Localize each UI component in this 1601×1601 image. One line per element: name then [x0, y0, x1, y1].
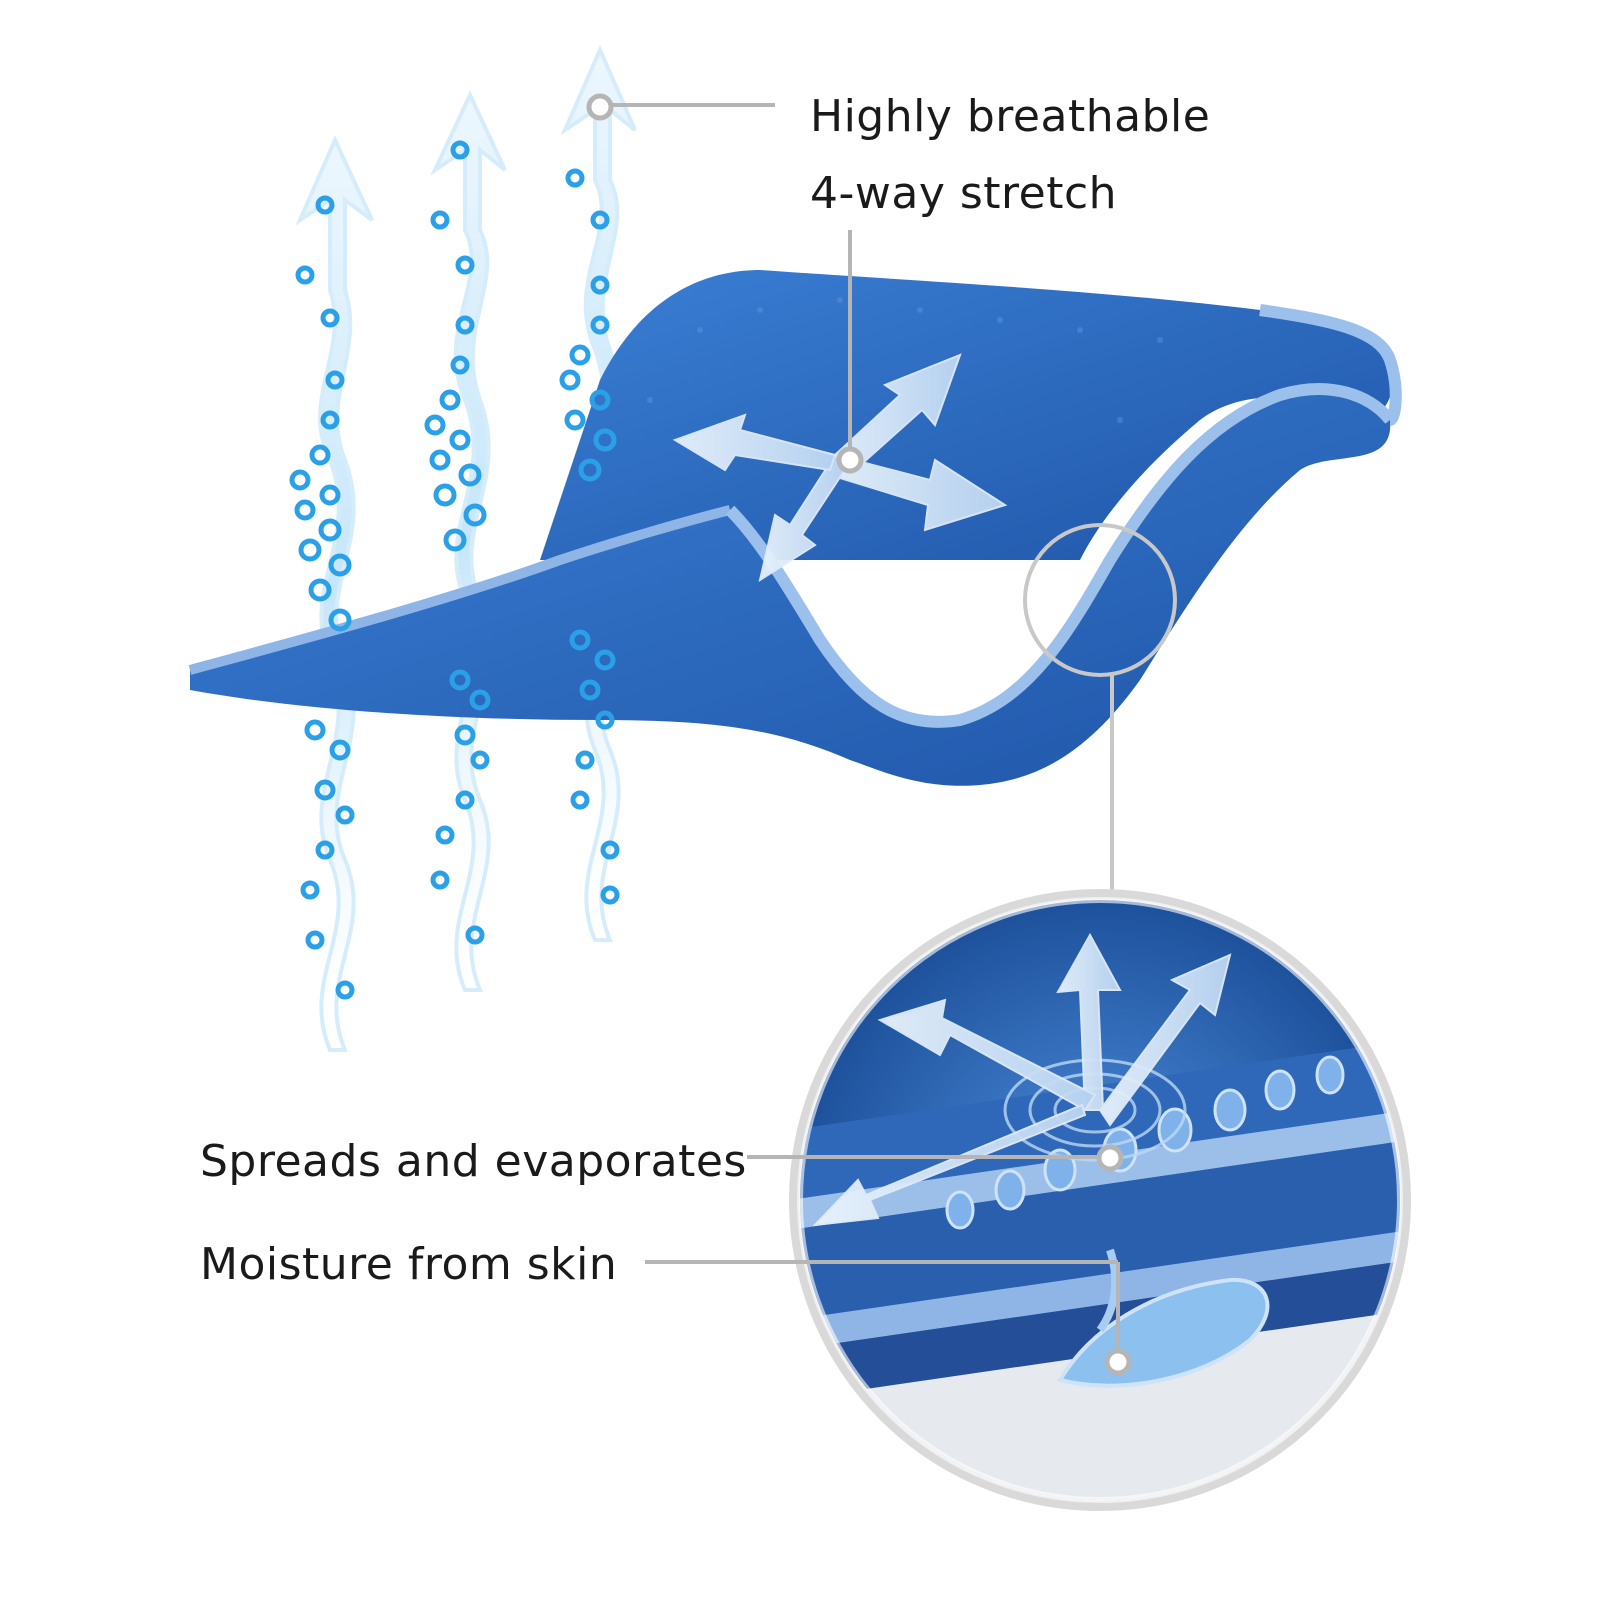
spreads-label: Spreads and evaporates — [200, 1136, 747, 1187]
zoom-lens — [789, 889, 1411, 1511]
stretch-arrows-icon — [672, 353, 1008, 583]
breathable-callout — [586, 93, 775, 121]
moisture-callout — [645, 1260, 1132, 1376]
fabric-sheet — [188, 270, 1402, 786]
vapor-bubbles — [289, 140, 620, 1000]
breathable-label: Highly breathable — [810, 91, 1211, 142]
spreads-callout — [747, 1144, 1124, 1172]
vapor-arrow-icon — [295, 135, 374, 1052]
magnifier-circle-icon — [1023, 523, 1177, 900]
stretch-label: 4-way stretch — [810, 168, 1118, 219]
moisture-label: Moisture from skin — [200, 1239, 618, 1290]
stretch-callout — [836, 230, 864, 474]
